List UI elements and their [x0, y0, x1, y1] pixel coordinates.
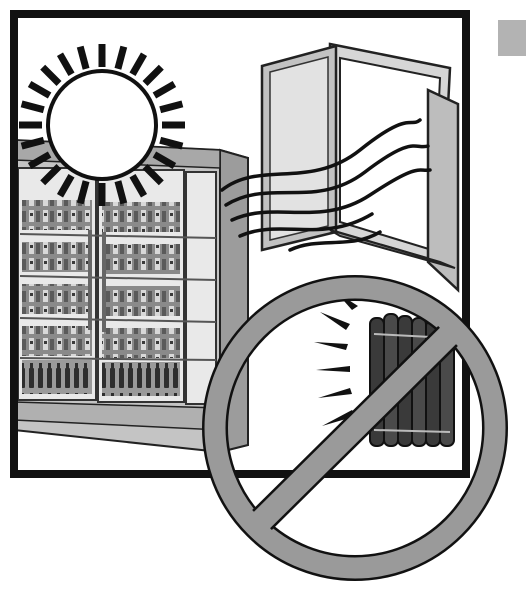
open-window-icon: [262, 44, 458, 290]
